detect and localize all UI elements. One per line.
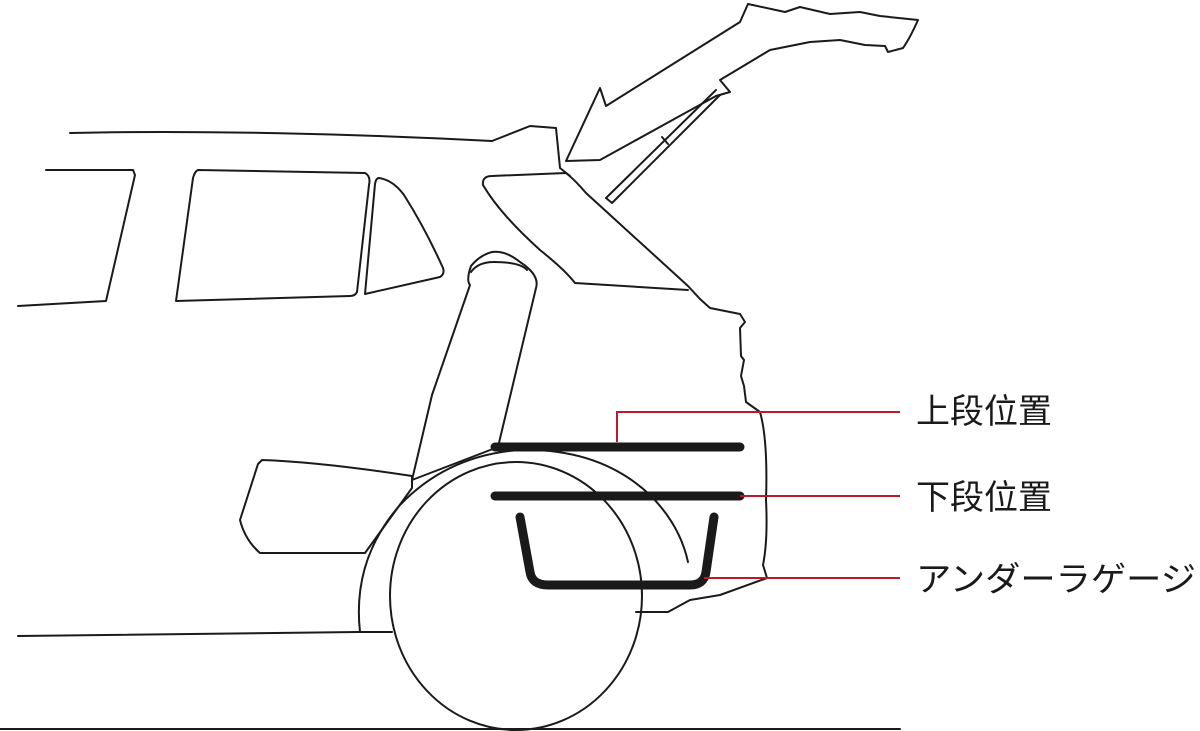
gas-strut: [605, 89, 721, 204]
tailgate: [565, 3, 919, 162]
rear-body-side: [481, 172, 761, 413]
rear-bumper: [635, 411, 768, 613]
quarter-window: [175, 169, 371, 302]
interior-trim-line: [482, 184, 689, 291]
rear-door-window: [17, 169, 136, 307]
rear-quarter-glass: [364, 177, 445, 295]
rear-wheel: [389, 461, 643, 731]
seat-cushion: [239, 459, 413, 554]
roof-spoiler: [491, 125, 571, 177]
rocker-line: [17, 631, 359, 637]
roof-line: [69, 130, 493, 142]
lower-position-label: 下段位置: [916, 478, 1052, 518]
under-luggage-label: アンダーラゲージ: [916, 560, 1196, 600]
upper-leader-line: [616, 411, 900, 442]
gas-strut-joint: [661, 136, 669, 145]
rear-seat-headrest: [470, 261, 528, 273]
upper-position-label: 上段位置: [916, 392, 1052, 432]
